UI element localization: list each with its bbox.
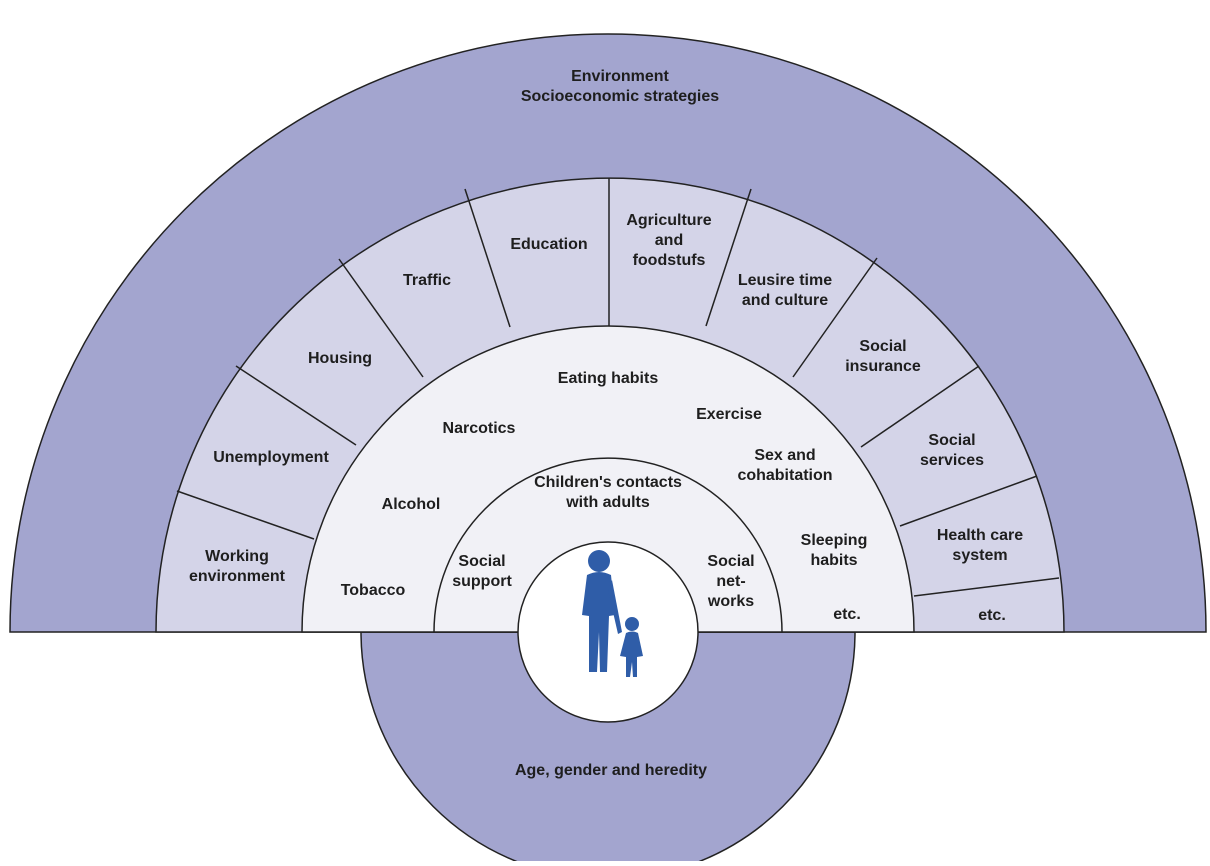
sector-divider [913, 577, 1060, 597]
sector-label: Unemployment [213, 449, 329, 466]
sector-label: Traffic [403, 272, 451, 289]
heredity-band [360, 631, 856, 866]
heredity-label: Age, gender and heredity [515, 762, 707, 779]
sector-label: Housing [308, 350, 372, 367]
sector-divider [792, 257, 878, 378]
sector-divider [176, 490, 315, 540]
sector-divider [860, 365, 980, 448]
sector-divider [235, 365, 357, 446]
sector-divider [464, 188, 511, 328]
sector-divider [705, 188, 752, 327]
lifestyle-label: Narcotics [443, 420, 516, 437]
sector-divider [338, 258, 424, 378]
lifestyle-label: Eating habits [558, 370, 659, 387]
sector-label: etc. [978, 607, 1006, 624]
adult-and-child-icon [582, 550, 643, 677]
lifestyle-label: Tobacco [341, 582, 406, 599]
sector-dividers [176, 178, 1060, 597]
sector-divider [899, 475, 1038, 527]
sector-label: Education [510, 236, 587, 253]
lifestyle-label: Alcohol [382, 496, 441, 513]
lifestyle-label: etc. [833, 606, 861, 623]
lifestyle-label: Exercise [696, 406, 762, 423]
